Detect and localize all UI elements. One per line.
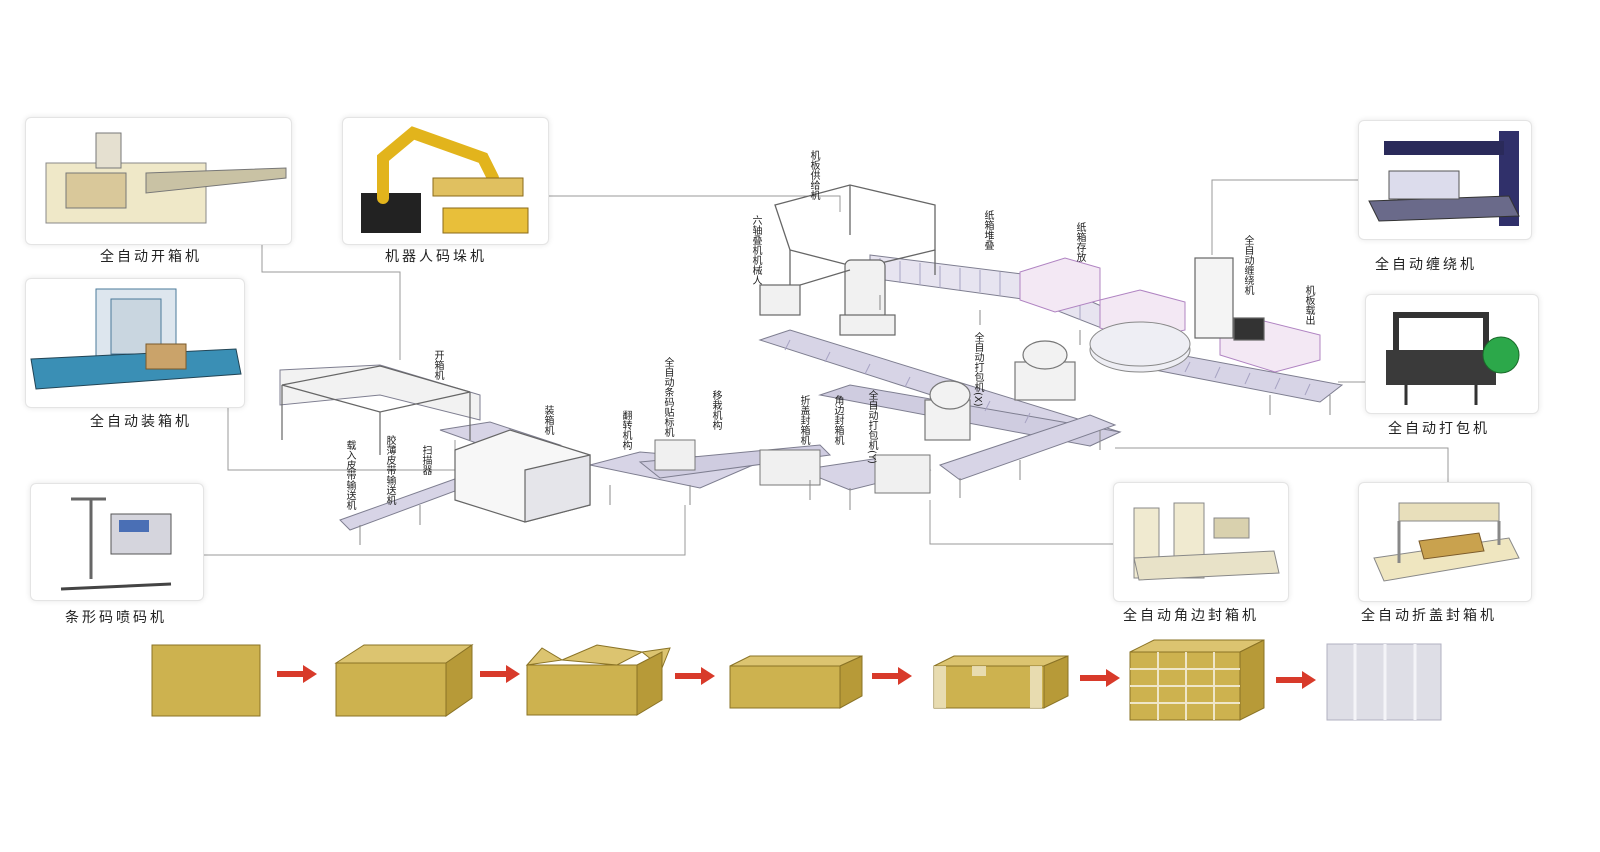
machine-card-open-case	[25, 117, 292, 245]
caption-case-packer: 全自动装箱机	[90, 414, 192, 430]
process-box-flaps	[522, 640, 672, 718]
label-strap-1: 全自动打包机(X)	[972, 332, 983, 407]
label-flap-sealer-line: 折盖封箱机	[798, 395, 809, 445]
label-strap-2: 全自动打包机(Y)	[866, 390, 877, 464]
label-barcode-labeler: 全自动条码贴标机	[662, 357, 673, 437]
paperboard-supply-frame	[774, 184, 936, 285]
case-erector-icon	[45, 132, 287, 224]
corner-sealer-icon	[1133, 502, 1280, 581]
label-scanner: 扫描器	[420, 445, 431, 475]
caption-inkjet: 条形码喷码机	[65, 610, 167, 626]
machine-card-inkjet	[30, 483, 204, 601]
process-box-pallet	[1128, 638, 1266, 722]
process-box-open	[334, 643, 474, 718]
label-corner-sealer-line: 角边封箱机	[832, 395, 843, 445]
label-board-output: 机板载出	[1303, 285, 1314, 325]
caption-corner-sealer: 全自动角边封箱机	[1123, 608, 1259, 624]
label-carton-storage: 纸箱存放	[1074, 222, 1085, 262]
wrapper-tower	[1194, 257, 1265, 341]
process-arrow-3	[675, 666, 715, 686]
six-axis-robot-drawing	[759, 259, 896, 336]
case-packer-icon	[30, 288, 242, 390]
caption-flap-sealer: 全自动折盖封箱机	[1361, 608, 1497, 624]
strapping-units	[924, 340, 1076, 441]
flap-sealer-icon	[1373, 502, 1520, 582]
inkjet-printer-icon	[60, 497, 172, 591]
process-arrow-2	[480, 664, 520, 684]
process-arrow-4	[872, 666, 912, 686]
robot-arm-icon	[361, 126, 529, 234]
machine-card-strapper	[1365, 294, 1539, 414]
label-flip-mechanism: 翻转机构	[620, 410, 631, 450]
machine-card-case-packer	[25, 278, 245, 408]
process-box-sealed	[728, 654, 864, 710]
legs	[359, 295, 1331, 545]
caption-palletizer: 机器人码垛机	[385, 249, 487, 265]
process-box-flat	[150, 643, 262, 718]
machine-card-corner-sealer	[1113, 482, 1289, 602]
label-full-auto-wrapper: 全自动缠绕机	[1242, 235, 1253, 295]
label-load-conveyor: 载入皮带输送机	[344, 440, 355, 510]
caption-strapper: 全自动打包机	[1388, 421, 1490, 437]
label-transfer-mechanism: 移栽机构	[710, 390, 721, 430]
process-arrow-6	[1276, 670, 1316, 690]
process-arrow-5	[1080, 668, 1120, 688]
turntable	[1089, 321, 1191, 373]
label-carton-stacking: 纸箱堆叠	[982, 210, 993, 250]
connector-lines	[202, 179, 1449, 556]
process-box-strapped	[932, 654, 1070, 710]
pallet-wrapper-icon	[1368, 131, 1520, 226]
strapping-machine-icon	[1386, 312, 1520, 405]
label-six-axis-robot: 六轴叠机机械人	[750, 215, 761, 285]
label-case-packing: 装箱机	[542, 405, 553, 435]
process-arrow-1	[277, 664, 317, 684]
caption-open-case: 全自动开箱机	[100, 249, 202, 265]
machine-card-palletizer	[342, 117, 549, 245]
machine-card-wrapper	[1358, 120, 1532, 240]
label-film-conveyor: 胶薄皮带输送机	[384, 435, 395, 505]
case-opening-frame	[281, 365, 471, 455]
machine-card-flap-sealer	[1358, 482, 1532, 602]
caption-wrapper: 全自动缠绕机	[1375, 257, 1477, 273]
process-box-wrapped	[1325, 642, 1443, 722]
sealer-units	[654, 439, 931, 494]
case-packer-frame	[454, 429, 591, 523]
lower-conveyor	[279, 364, 1117, 531]
label-paperboard-supply: 机板供给机	[808, 150, 819, 200]
label-case-opening: 开箱机	[432, 350, 443, 380]
